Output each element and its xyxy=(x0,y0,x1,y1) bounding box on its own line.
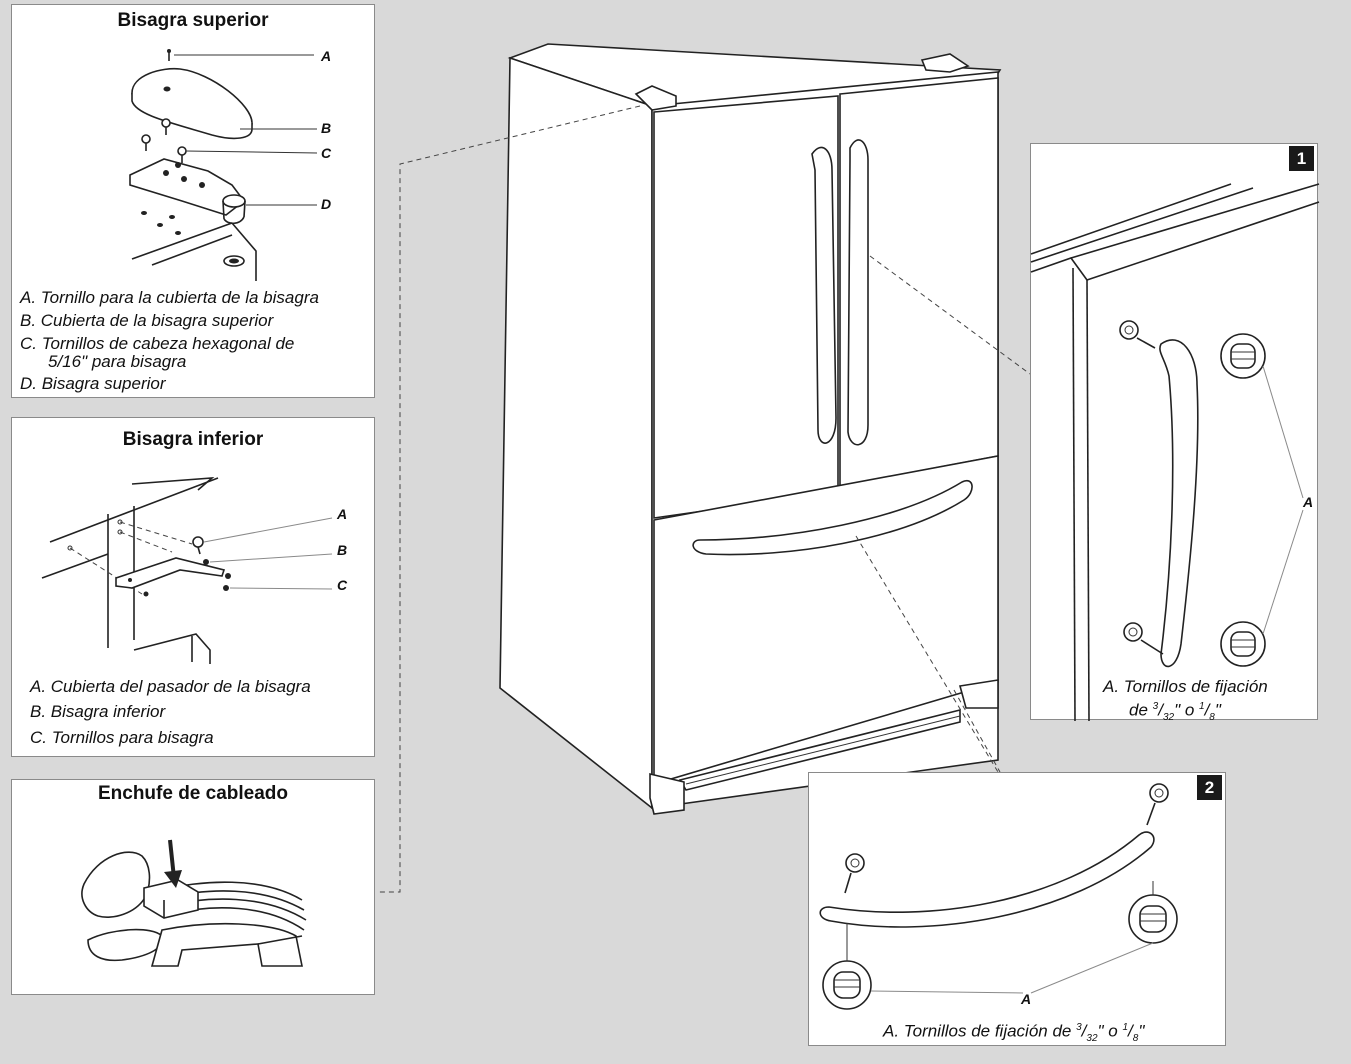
top-hinge-title: Bisagra superior xyxy=(117,10,269,31)
step-2-panel: 2 A A. Tornillos de fijación de 3/32" o … xyxy=(808,772,1226,1046)
step-2-caption-post: " xyxy=(1138,1021,1145,1041)
top-hinge-label-c: C xyxy=(321,145,332,161)
top-hinge-legend-b: B. Cubierta de la bisagra superior xyxy=(20,311,274,330)
drawer-handle xyxy=(692,479,973,556)
step-2-caption: A. Tornillos de fijación de 3/32" o 1/8" xyxy=(883,1021,1145,1045)
wiring-plug-diagram xyxy=(81,839,307,967)
top-hinge-diagram xyxy=(129,49,318,281)
step-1-caption-post: " xyxy=(1214,700,1221,720)
step-1-frac2-den: 8 xyxy=(1209,712,1215,724)
step-1-label-a: A xyxy=(1303,494,1314,510)
step-1-caption: A. Tornillos de fijación xyxy=(1103,677,1268,696)
top-hinge-label-a: A xyxy=(321,48,332,64)
bottom-hinge-label-a: A xyxy=(337,506,348,522)
step-1-caption-mid: " o xyxy=(1174,700,1199,720)
top-hinge-label-d: D xyxy=(321,196,332,212)
right-door-handle xyxy=(847,139,869,446)
step-1-caption-fraction: de 3/32" o 1/8" xyxy=(1129,700,1221,724)
step-2-frac2-den: 8 xyxy=(1132,1033,1139,1045)
top-hinge-legend-c: C. Tornillos de cabeza hexagonal de xyxy=(20,334,295,353)
bottom-hinge-legend-b: B. Bisagra inferior xyxy=(30,702,166,721)
wiring-plug-title: Enchufe de cableado xyxy=(97,783,289,804)
bottom-hinge-label-b: B xyxy=(337,542,348,558)
wiring-connector xyxy=(143,879,199,919)
step-2-caption-pre: A. Tornillos de fijación de xyxy=(883,1021,1077,1041)
bottom-hinge-panel: Bisagra inferior A B C A. Cubierta del p… xyxy=(11,417,375,757)
top-hinge-label-b: B xyxy=(321,120,332,136)
bottom-hinge-diagram xyxy=(41,477,333,664)
wiring-plug-panel: Enchufe de cableado xyxy=(11,779,375,995)
step-2-badge: 2 xyxy=(1197,775,1222,800)
step-2-label-a: A xyxy=(1021,991,1032,1007)
bottom-hinge-title: Bisagra inferior xyxy=(122,429,264,450)
bottom-hinge-legend-a: A. Cubierta del pasador de la bisagra xyxy=(30,677,311,696)
step-1-frac2-num: 1 xyxy=(1199,701,1205,712)
step-1-caption-pre: de xyxy=(1129,700,1153,720)
top-hinge-legend-a: A. Tornillo para la cubierta de la bisag… xyxy=(20,288,319,307)
step-2-frac1-den: 32 xyxy=(1086,1033,1098,1045)
step-2-frac2-num: 1 xyxy=(1122,1022,1129,1033)
step-1-badge: 1 xyxy=(1289,146,1314,171)
left-door-handle xyxy=(811,146,837,444)
bottom-hinge-legend-c: C. Tornillos para bisagra xyxy=(30,728,214,747)
step-1-panel: 1 A A. Tornillos de fijación de 3/32" o … xyxy=(1030,143,1320,723)
step-1-diagram xyxy=(1030,183,1320,722)
step-2-diagram xyxy=(819,783,1178,1010)
top-hinge-legend-d: D. Bisagra superior xyxy=(20,374,166,393)
top-hinge-cover xyxy=(634,85,677,111)
step-2-caption-mid: " o xyxy=(1097,1021,1123,1041)
bottom-hinge-label-c: C xyxy=(337,577,348,593)
left-french-door xyxy=(653,95,839,519)
step-1-frac1-den: 32 xyxy=(1162,712,1175,724)
step-2-handle xyxy=(819,831,1155,928)
step-1-handle xyxy=(1159,339,1199,668)
step-1-frac1-num: 3 xyxy=(1152,701,1159,712)
step-2-frac1-num: 3 xyxy=(1076,1022,1082,1033)
top-hinge-panel: Bisagra superior A B C D A. T xyxy=(11,4,375,398)
top-hinge-legend-c2: 5/16" para bisagra xyxy=(48,352,187,371)
